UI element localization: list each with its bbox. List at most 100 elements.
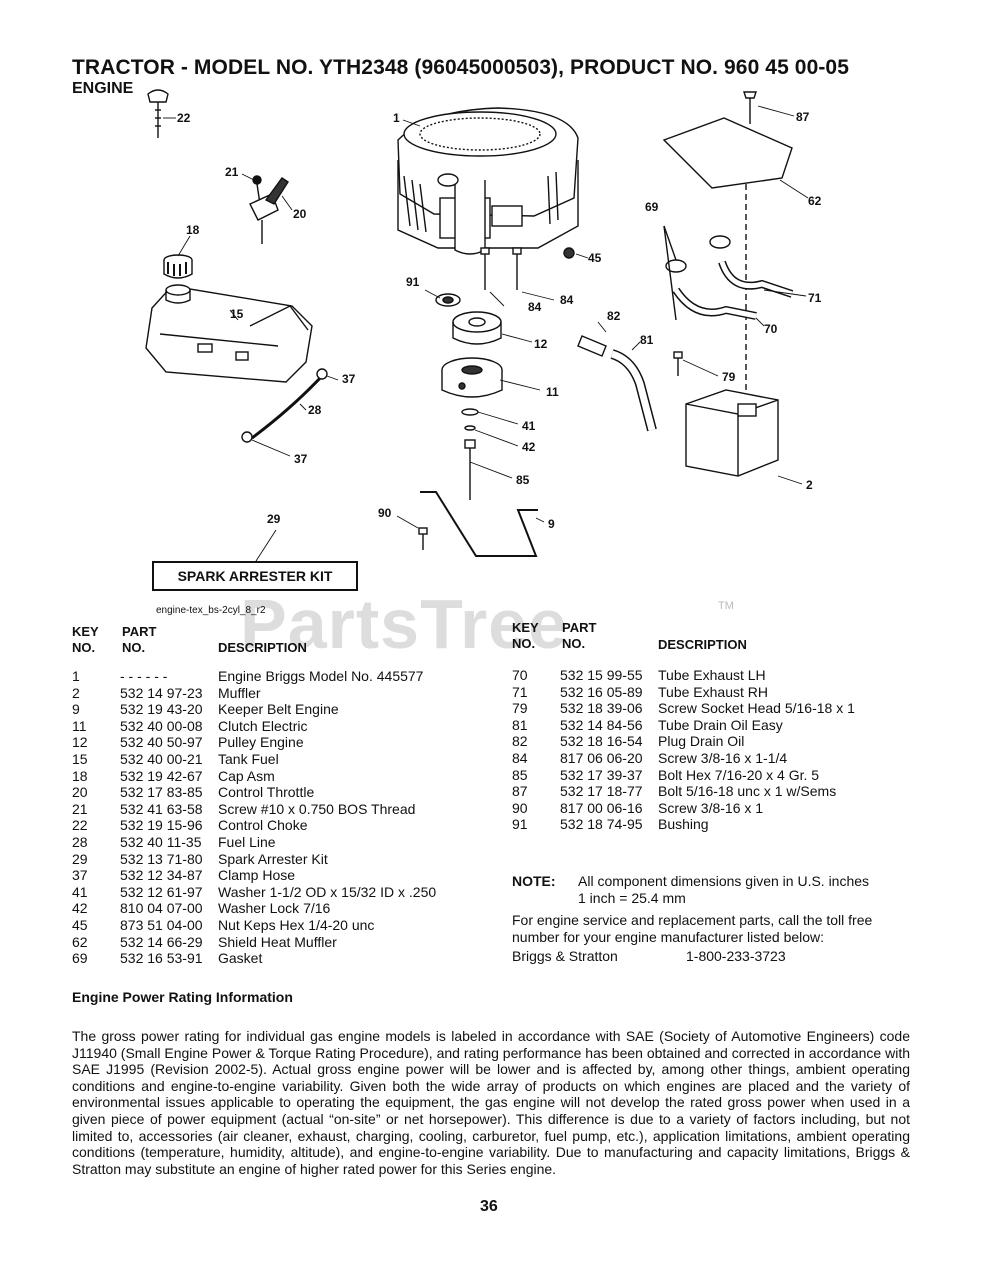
- watermark-logo: PartsTree: [240, 585, 569, 663]
- part-no: 532 16 53-91: [120, 950, 203, 967]
- callout-number: 37: [294, 452, 308, 466]
- rating-heading: Engine Power Rating Information: [72, 989, 293, 1005]
- callout-number: 62: [808, 194, 822, 208]
- gasket-part: [665, 235, 731, 273]
- drain-plug-part: [577, 335, 607, 357]
- callout-number: 71: [808, 291, 822, 305]
- fuel-line-part: [251, 374, 324, 440]
- part-no: 532 17 83-85: [120, 784, 203, 801]
- callout-number: 15: [230, 307, 244, 321]
- throttle-control-part: [249, 175, 289, 244]
- part-description: Pulley Engine: [218, 734, 304, 751]
- page-number: 36: [480, 1198, 498, 1215]
- parts-row: 1 - - - - - - Engine Briggs Model No. 4455…: [72, 668, 492, 684]
- part-no: - - - - - -: [120, 668, 168, 684]
- exhaust-tubes-part: [663, 225, 794, 321]
- part-no: 532 41 63-58: [120, 800, 203, 817]
- part-no: 532 12 61-97: [120, 883, 203, 900]
- key-no: 42: [72, 900, 88, 917]
- key-no: 71: [512, 683, 528, 700]
- key-no: 81: [512, 716, 528, 733]
- callout-number: 70: [764, 322, 778, 336]
- note-text: All component dimensions given in U.S. i…: [578, 873, 870, 906]
- callout-number: 29: [267, 512, 281, 526]
- section-title: ENGINE: [72, 80, 134, 97]
- part-description: Bushing: [658, 816, 709, 833]
- part-description: Tank Fuel: [218, 751, 279, 767]
- part-description: Shield Heat Muffler: [218, 933, 337, 950]
- part-no: 532 40 00-08: [120, 717, 203, 734]
- callout-number: 81: [640, 333, 654, 347]
- bushing-part: [435, 293, 461, 307]
- lock-washer-part: [464, 425, 476, 431]
- part-no: 532 18 39-06: [560, 700, 643, 717]
- part-no: 532 18 16-54: [560, 733, 643, 750]
- part-description: Bolt 5/16-18 unc x 1 w/Sems: [658, 783, 837, 800]
- washer-part: [461, 408, 479, 416]
- key-no: 69: [72, 950, 88, 967]
- hex-bolt-part: [464, 439, 476, 500]
- part-description: Control Throttle: [218, 784, 315, 801]
- part-description: Engine Briggs Model No. 445577: [218, 668, 424, 684]
- keeper-belt-part: [418, 491, 538, 557]
- hex-nut-part: [563, 247, 575, 259]
- key-no: 79: [512, 700, 528, 717]
- desc-header-right: DESCRIPTION: [658, 637, 747, 652]
- part-description: Cap Asm: [218, 767, 275, 784]
- callout-number: 42: [522, 440, 536, 454]
- service-text: For engine service and replacement parts…: [512, 912, 873, 945]
- part-description: Nut Keps Hex 1/4-20 unc: [218, 917, 375, 933]
- part-description: Tube Drain Oil Easy: [658, 716, 783, 733]
- part-description: Tube Exhaust LH: [658, 667, 766, 683]
- part-no: 532 13 71-80: [120, 850, 203, 867]
- key-no: 11: [72, 717, 87, 734]
- callout-number: 20: [293, 207, 307, 221]
- callout-number: 12: [534, 337, 548, 351]
- part-description: Spark Arrester Kit: [218, 850, 328, 867]
- callout-number: 37: [342, 372, 356, 386]
- fuel-tank-part: [145, 284, 313, 383]
- key-no: 22: [72, 817, 88, 834]
- part-description: Washer Lock 7/16: [218, 900, 331, 917]
- part-no: 532 18 74-95: [560, 816, 643, 833]
- part-description: Washer 1-1/2 OD x 15/32 ID x .250: [218, 883, 437, 900]
- part-no: 532 19 15-96: [120, 817, 203, 834]
- part-description: Tube Exhaust RH: [658, 683, 768, 700]
- engine-part: [397, 107, 579, 255]
- part-no: 532 14 66-29: [120, 933, 203, 950]
- clamp-hose-part: [316, 368, 328, 380]
- key-no: 12: [72, 734, 88, 751]
- part-no: 532 19 42-67: [120, 767, 203, 784]
- callout-number: 82: [607, 309, 621, 323]
- key-no: 2: [72, 684, 80, 701]
- heat-shield-part: [662, 91, 793, 392]
- callout-number: 91: [406, 275, 420, 289]
- choke-control-part: [147, 89, 169, 138]
- callout-number: 69: [645, 200, 659, 214]
- part-no: 532 15 99-55: [560, 667, 643, 683]
- callout-number: 90: [378, 506, 392, 520]
- key-no: 28: [72, 834, 88, 850]
- key-no: 41: [72, 883, 88, 900]
- fuel-cap-part: [163, 254, 193, 279]
- key-no: 1: [72, 668, 80, 684]
- note-label: NOTE:: [512, 873, 556, 889]
- part-no: 817 00 06-16: [560, 799, 643, 816]
- callout-number: 11: [546, 385, 559, 399]
- clamp-hose-part-2: [241, 431, 253, 443]
- part-no: 532 17 39-37: [560, 766, 643, 783]
- part-no: 873 51 04-00: [120, 917, 203, 933]
